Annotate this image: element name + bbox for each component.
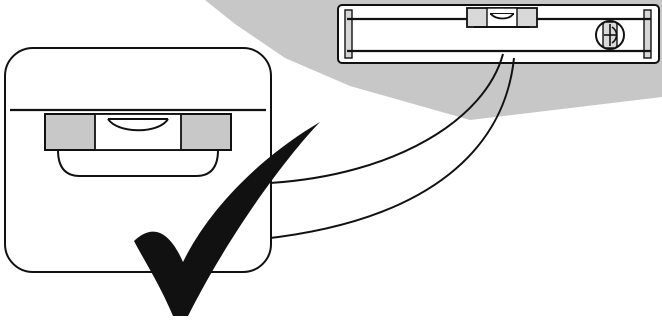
callout-connector — [261, 53, 515, 240]
detail-callout-icon — [4, 47, 272, 273]
spirit-level-icon — [337, 4, 660, 64]
check-mark-icon — [134, 122, 320, 316]
